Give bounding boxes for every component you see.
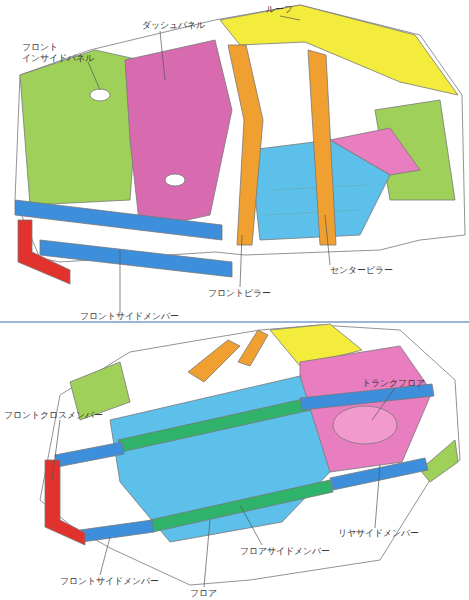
- bottom-car: [40, 324, 460, 585]
- part-label: フロントサイドメンバー: [80, 311, 179, 322]
- part-label: フロント インサイドパネル: [22, 42, 98, 64]
- part-label: フロントサイドメンバー: [60, 576, 159, 587]
- leader-lines: [52, 388, 395, 587]
- part-label: トランクフロア: [362, 378, 425, 389]
- top-car: [15, 5, 465, 284]
- part-label: ルーフ: [266, 4, 293, 15]
- leader-lines: [88, 16, 330, 313]
- part-label: フロアサイドメンバー: [240, 546, 330, 557]
- part-label: フロントクロスメンバー: [4, 410, 103, 421]
- divider: [0, 321, 469, 323]
- part-label: センターピラー: [330, 265, 393, 276]
- part-label: リヤサイドメンバー: [338, 528, 419, 539]
- part-label: フロントピラー: [208, 288, 271, 299]
- part-label: ダッシュパネル: [142, 20, 205, 31]
- part-label: フロア: [190, 588, 217, 599]
